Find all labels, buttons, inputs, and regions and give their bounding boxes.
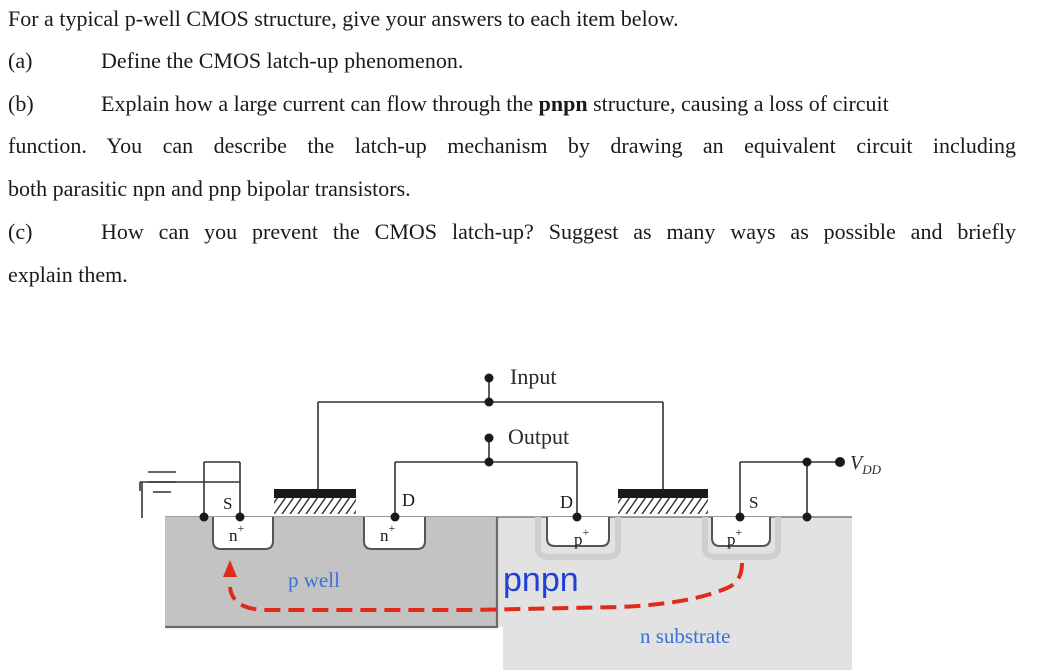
nmos-gate: [274, 489, 356, 514]
n-plus-mid-label: n+: [380, 521, 396, 545]
vdd-label: VDD: [850, 452, 882, 477]
circuit-nodes: [199, 373, 845, 522]
item-b-line1: Explain how a large current can flow thr…: [101, 91, 1016, 117]
source-left-label: S: [223, 494, 232, 513]
output-label: Output: [508, 424, 569, 449]
latchup-current-path: [223, 560, 744, 612]
item-a-text: Define the CMOS latch-up phenomenon.: [101, 48, 464, 73]
ground-symbol: [141, 471, 176, 518]
drain-left-label: D: [402, 490, 415, 510]
source-right-label: S: [749, 493, 758, 512]
item-c-label: (c): [8, 219, 33, 244]
vdd-label-main: V: [850, 452, 865, 474]
item-b-text-bold: pnpn: [538, 91, 588, 116]
n-plus-mid-region: [363, 517, 426, 550]
drain-right-label: D: [560, 492, 573, 512]
p-plus-right-region: [702, 517, 781, 560]
item-b-text-after: structure, causing a loss of circuit: [587, 91, 889, 116]
input-label: Input: [510, 364, 556, 389]
p-plus-mid-region: [535, 517, 621, 560]
item-b-line2-container: function. You can describe the latch-up …: [8, 133, 1016, 159]
item-c-text-container: How can you prevent the CMOS latch-up? S…: [101, 219, 1016, 245]
item-b-text-before: Explain how a large current can flow thr…: [101, 91, 539, 116]
n-substrate-label: n substrate: [640, 624, 730, 648]
n-plus-left-region: [212, 517, 274, 550]
item-b-label: (b): [8, 91, 34, 116]
item-a-label: (a): [8, 48, 33, 73]
p-plus-right-label: p+: [727, 525, 743, 549]
n-plus-left-label: n+: [229, 521, 245, 545]
item-c-line2: explain them.: [8, 262, 128, 287]
p-well-label: p well: [288, 568, 340, 592]
question-intro: For a typical p-well CMOS structure, giv…: [8, 6, 679, 31]
p-plus-mid-label: p+: [574, 525, 590, 549]
pnpn-label: pnpn: [503, 561, 579, 599]
pmos-gate: [618, 489, 708, 514]
item-b-line3: both parasitic npn and pnp bipolar trans…: [8, 176, 411, 201]
item-c-text: How can you prevent the CMOS latch-up? S…: [101, 219, 1016, 244]
item-b-line2: function. You can describe the latch-up …: [8, 133, 1016, 158]
vdd-label-sub: DD: [861, 462, 881, 477]
